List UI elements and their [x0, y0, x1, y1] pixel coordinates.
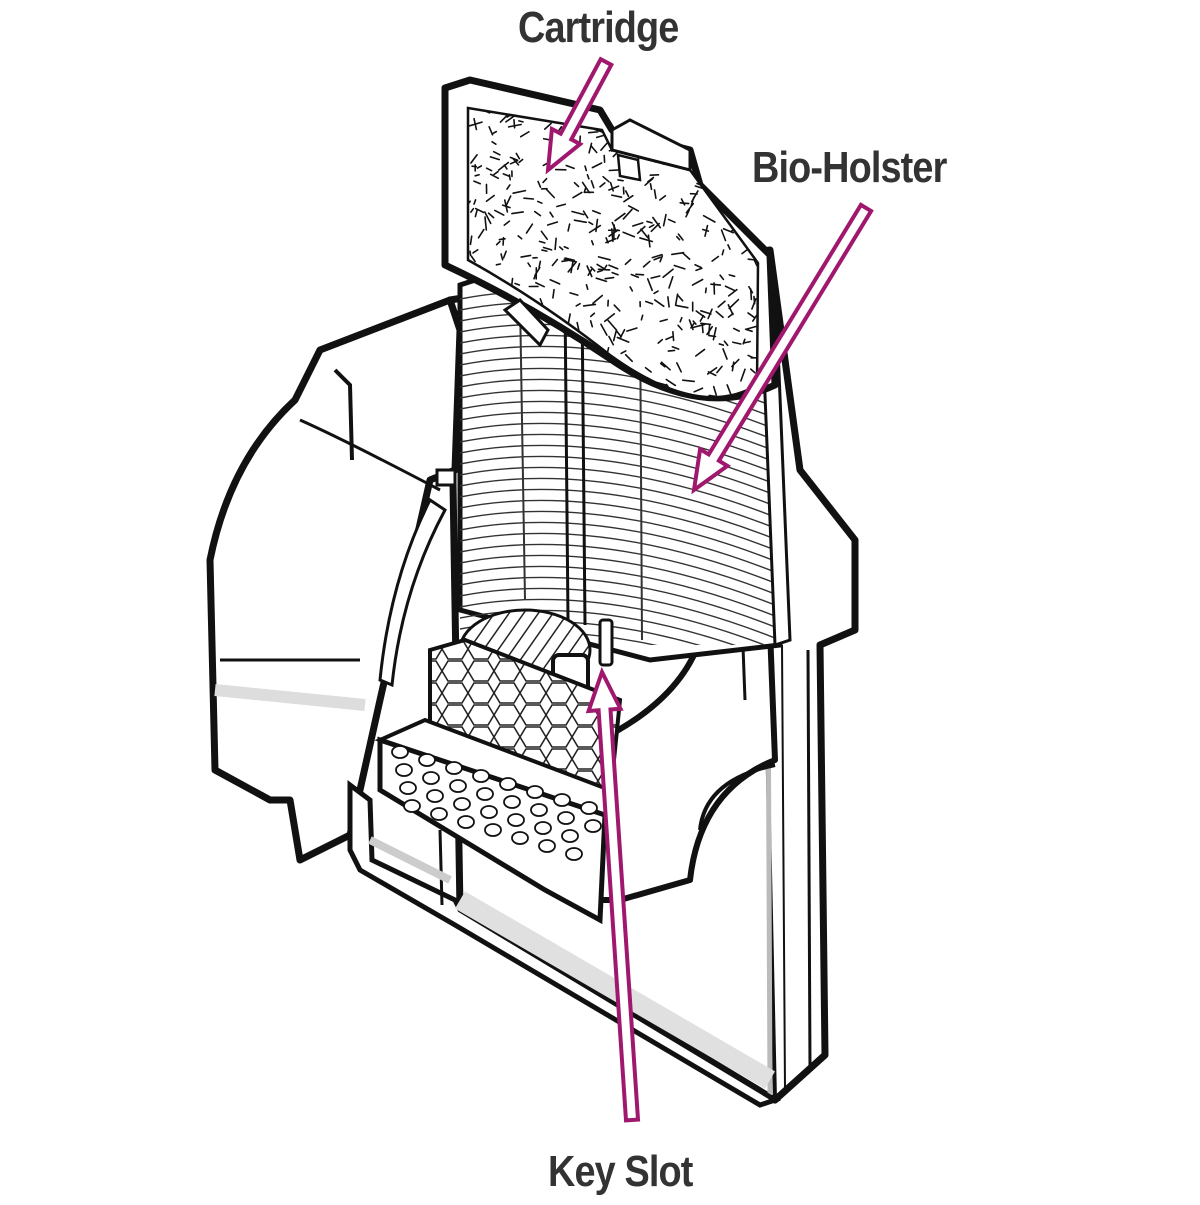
callout-label-key-slot: Key Slot	[548, 1150, 693, 1194]
callout-label-bio-holster: Bio-Holster	[752, 146, 946, 190]
callout-label-cartridge: Cartridge	[518, 6, 678, 50]
key-slot	[600, 620, 612, 665]
